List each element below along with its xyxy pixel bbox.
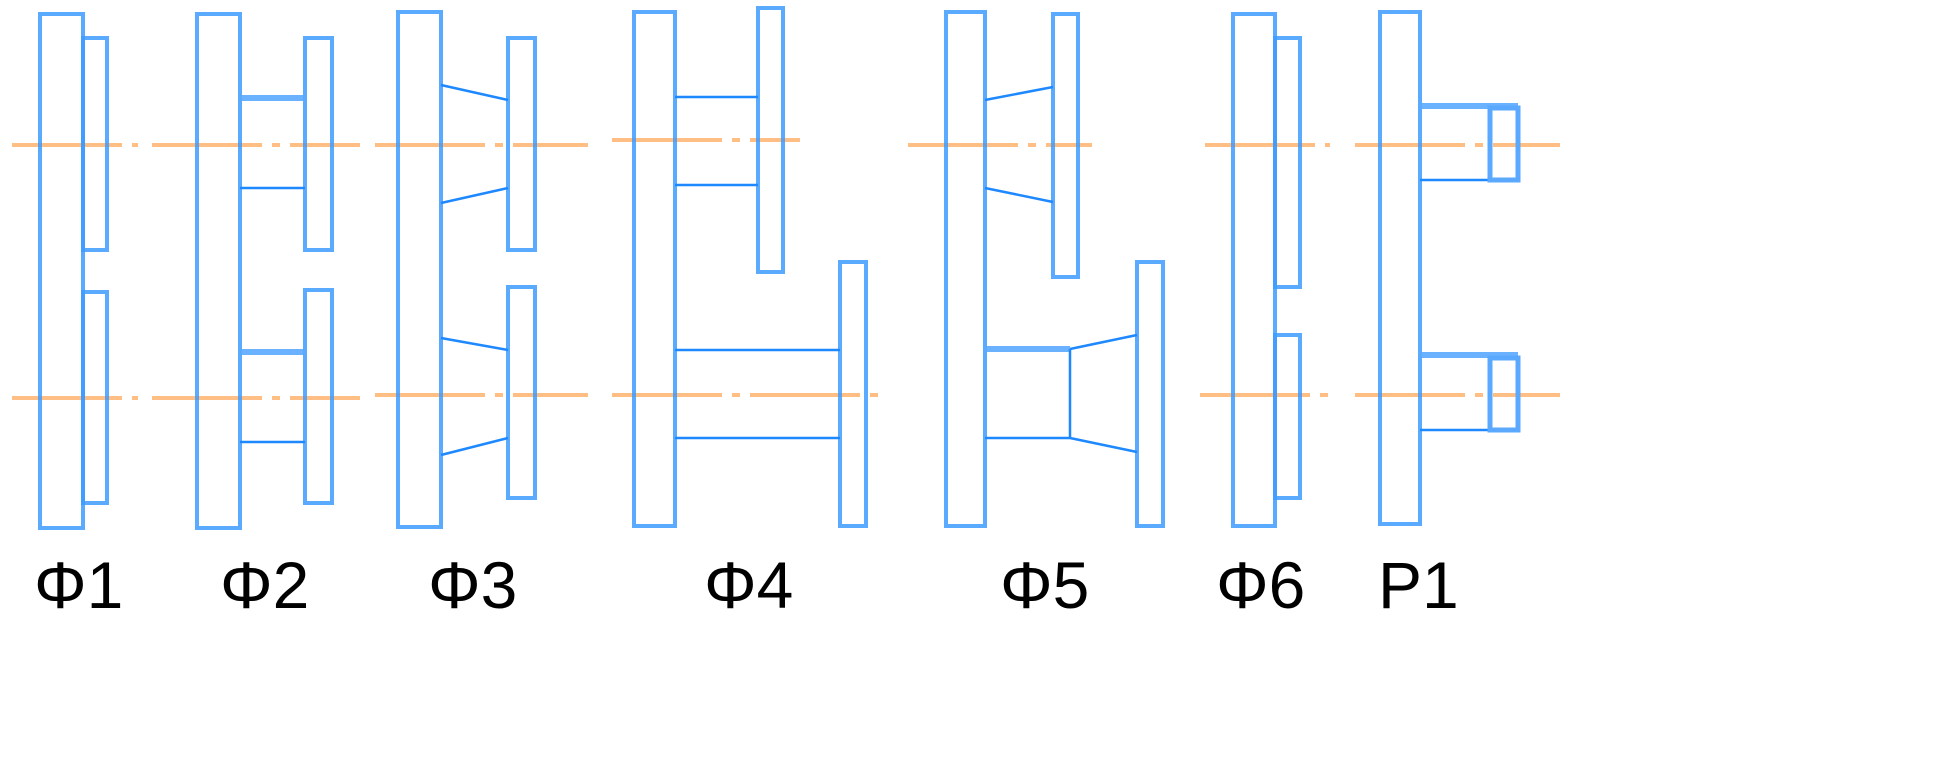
structure-phi3 [396, 10, 537, 529]
structure-phi6 [1231, 12, 1302, 528]
label-phi5: Φ5 [1000, 548, 1090, 622]
structure-phi4 [632, 6, 868, 528]
structure-phi2 [195, 12, 334, 530]
axis-lines [12, 138, 1560, 400]
label-phi1: Φ1 [34, 548, 124, 622]
structure-phi5 [944, 10, 1165, 528]
structure-phi1 [38, 12, 109, 530]
label-phi6: Φ6 [1216, 548, 1306, 622]
structure-p1 [1378, 10, 1521, 526]
label-phi3: Φ3 [428, 548, 518, 622]
label-phi4: Φ4 [704, 548, 794, 622]
label-p1: P1 [1378, 548, 1459, 622]
label-phi2: Φ2 [220, 548, 310, 622]
